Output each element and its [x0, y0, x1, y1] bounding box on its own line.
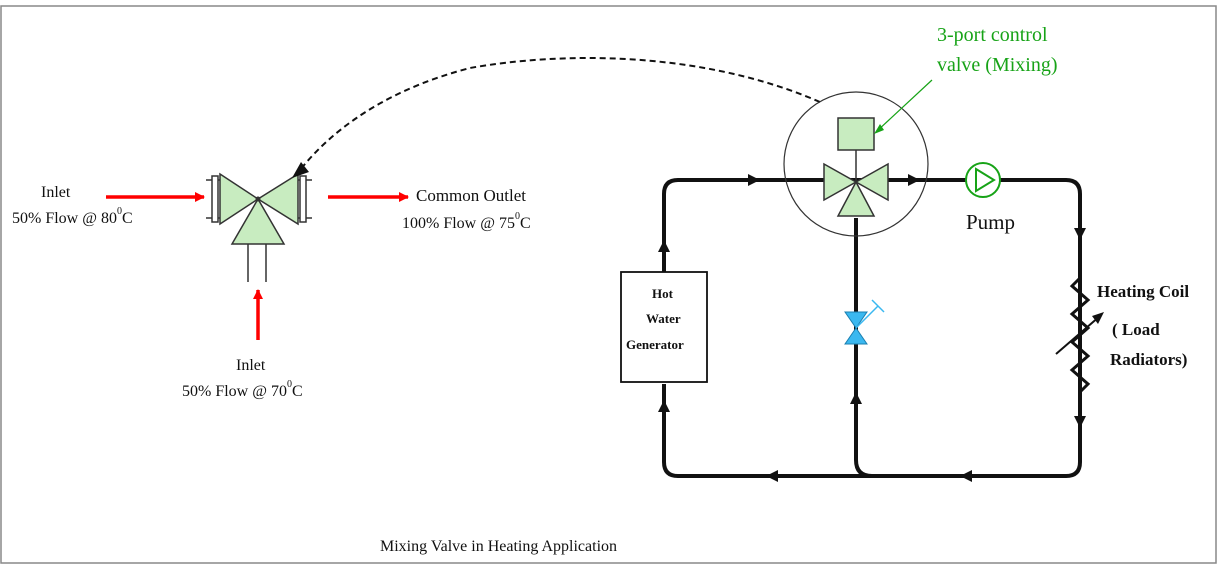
control-link-dashed	[299, 57, 821, 171]
frame-border	[0, 5, 1217, 564]
circuit-pipe-loop	[662, 178, 1082, 478]
inlet1-degree: 0	[116, 206, 122, 217]
load-line1: ( Load	[1112, 320, 1160, 339]
outlet-flow-text: 100% Flow @ 75	[402, 215, 515, 232]
outlet-unit: C	[519, 215, 531, 232]
hot-water-generator-box	[620, 271, 708, 383]
pump-icon	[965, 162, 1001, 198]
inlet2-flow: 50% Flow @ 700C	[182, 379, 303, 401]
callout-leader	[875, 79, 933, 133]
heating-coil-label: Heating Coil	[1097, 282, 1190, 301]
callout-line1: 3-port control	[937, 24, 1048, 46]
generator-line3: Generator	[626, 337, 684, 352]
inlet1-unit: C	[121, 210, 133, 227]
inlet1-flow-text: 50% Flow @ 80	[12, 210, 117, 227]
inlet2-flow-text: 50% Flow @ 70	[182, 383, 287, 400]
generator-line2: Water	[646, 311, 681, 326]
balancing-valve-icon	[844, 299, 885, 345]
generator-line1: Hot	[652, 286, 673, 301]
bypass-pipe	[854, 218, 873, 478]
inlet1-label: Inlet	[41, 184, 71, 201]
outlet-degree: 0	[514, 211, 520, 222]
control-link-arrowhead	[292, 162, 309, 178]
inlet2-degree: 0	[286, 379, 292, 390]
load-line2: Radiators)	[1110, 350, 1188, 369]
pipe-flow-arrows	[658, 174, 1086, 482]
inlet2-unit: C	[291, 383, 303, 400]
adjustable-resistor-coil-icon	[1055, 276, 1104, 394]
control-valve-highlight-circle	[783, 91, 929, 237]
outlet-label: Common Outlet	[416, 186, 527, 205]
diagram-caption: Mixing Valve in Heating Application	[380, 538, 618, 555]
pump-label: Pump	[966, 210, 1016, 234]
outlet-flow: 100% Flow @ 750C	[402, 211, 531, 233]
inlet2-label: Inlet	[236, 357, 266, 374]
left-three-way-valve-icon	[206, 172, 312, 282]
inlet1-flow: 50% Flow @ 800C	[12, 206, 133, 228]
three-port-valve-icon	[823, 117, 889, 217]
callout-line2: valve (Mixing)	[937, 54, 1058, 76]
